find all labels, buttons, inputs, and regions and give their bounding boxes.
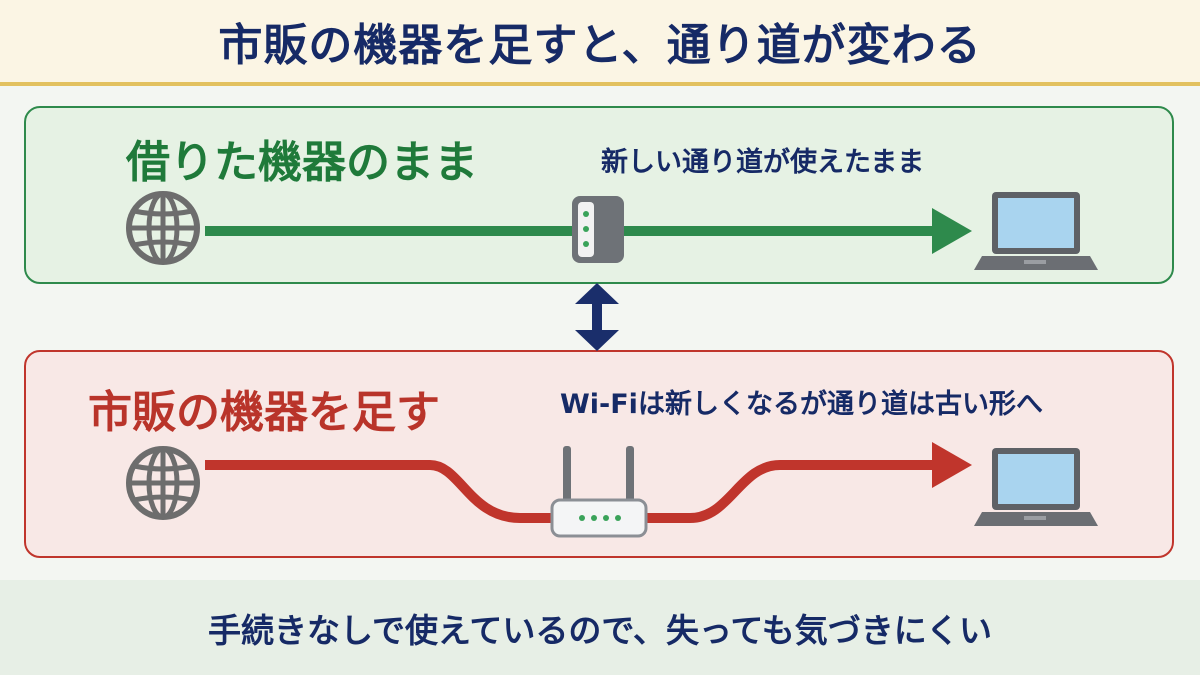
footer-banner: 手続きなしで使えているので、失っても気づきにくい — [0, 580, 1200, 675]
header-banner: 市販の機器を足すと、通り道が変わる — [0, 0, 1200, 86]
panel-rental-device: 借りた機器のまま 新しい通り道が使えたまま — [24, 106, 1174, 284]
panel-caption: 新しい通り道が使えたまま — [601, 147, 925, 178]
panel-title: 市販の機器を足す — [88, 387, 440, 438]
page-title: 市販の機器を足すと、通り道が変わる — [218, 20, 982, 71]
double-arrow-icon — [575, 283, 619, 351]
panel-retail-device: 市販の機器を足す Wi-Fiは新しくなるが通り道は古い形へ — [24, 350, 1174, 558]
footer-note: 手続きなしで使えているので、失っても気づきにくい — [207, 610, 993, 650]
panel-title: 借りた機器のまま — [126, 137, 478, 188]
panel-caption: Wi-Fiは新しくなるが通り道は古い形へ — [560, 389, 1043, 420]
